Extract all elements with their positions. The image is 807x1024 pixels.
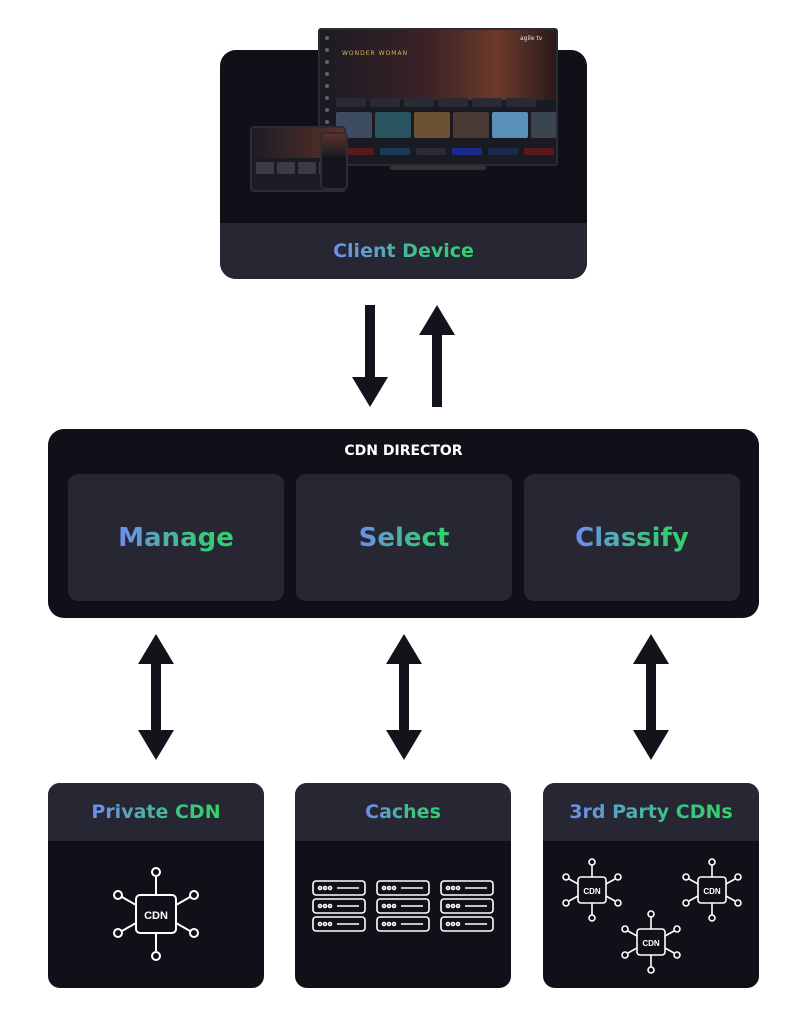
- manage-box: Manage: [68, 474, 284, 601]
- client-device-footer: Client Device: [220, 223, 587, 279]
- third-party-cdns-card: 3rd Party CDNs CDN CDN: [543, 783, 759, 988]
- tv-hero-title: WONDER WOMAN: [342, 50, 409, 57]
- caches-label: Caches: [365, 801, 441, 823]
- caches-header: Caches: [295, 783, 511, 841]
- tv-category-tabs: [336, 98, 536, 107]
- cdn-node-label: CDN: [583, 887, 601, 896]
- cdn-node-label: CDN: [703, 887, 721, 896]
- cdn-director-title: CDN DIRECTOR: [344, 443, 463, 459]
- cdn-node-icon: CDN: [682, 858, 742, 922]
- cdn-node-label: CDN: [642, 939, 660, 948]
- classify-label: Classify: [575, 522, 689, 553]
- private-cdn-label: Private CDN: [91, 801, 221, 823]
- tv-hero-banner: [320, 30, 556, 100]
- third-party-cdns-label: 3rd Party CDNs: [569, 801, 733, 823]
- phone-image: [320, 132, 348, 190]
- private-cdn-card: Private CDN CDN: [48, 783, 264, 988]
- third-party-cdns-header: 3rd Party CDNs: [543, 783, 759, 841]
- private-cdn-header: Private CDN: [48, 783, 264, 841]
- server-rack-icon: [312, 880, 494, 932]
- cdn-node-label: CDN: [144, 910, 168, 922]
- bidirectional-arrow-icon: [633, 634, 669, 760]
- bidirectional-arrow-icon: [386, 634, 422, 760]
- manage-label: Manage: [118, 522, 234, 553]
- caches-card: Caches: [295, 783, 511, 988]
- bidirectional-arrow-icon: [138, 634, 174, 760]
- down-arrow-icon: [352, 305, 388, 407]
- select-label: Select: [358, 522, 450, 553]
- tv-side-nav: [324, 36, 330, 146]
- tv-app-logos: [344, 148, 554, 155]
- client-device-label: Client Device: [333, 240, 474, 262]
- cdn-director-panel: CDN DIRECTOR Manage Select Classify: [48, 429, 759, 618]
- up-arrow-icon: [419, 305, 455, 407]
- tv-content-row: [336, 112, 556, 138]
- tv-screen-image: WONDER WOMAN agile tv: [318, 28, 558, 166]
- tv-brand-logo: agile tv: [520, 35, 543, 42]
- classify-box: Classify: [524, 474, 740, 601]
- cdn-node-icon: CDN: [562, 858, 622, 922]
- tv-stand: [390, 166, 486, 170]
- cdn-node-icon: CDN: [113, 867, 199, 961]
- cdn-node-icon: CDN: [621, 910, 681, 974]
- select-box: Select: [296, 474, 512, 601]
